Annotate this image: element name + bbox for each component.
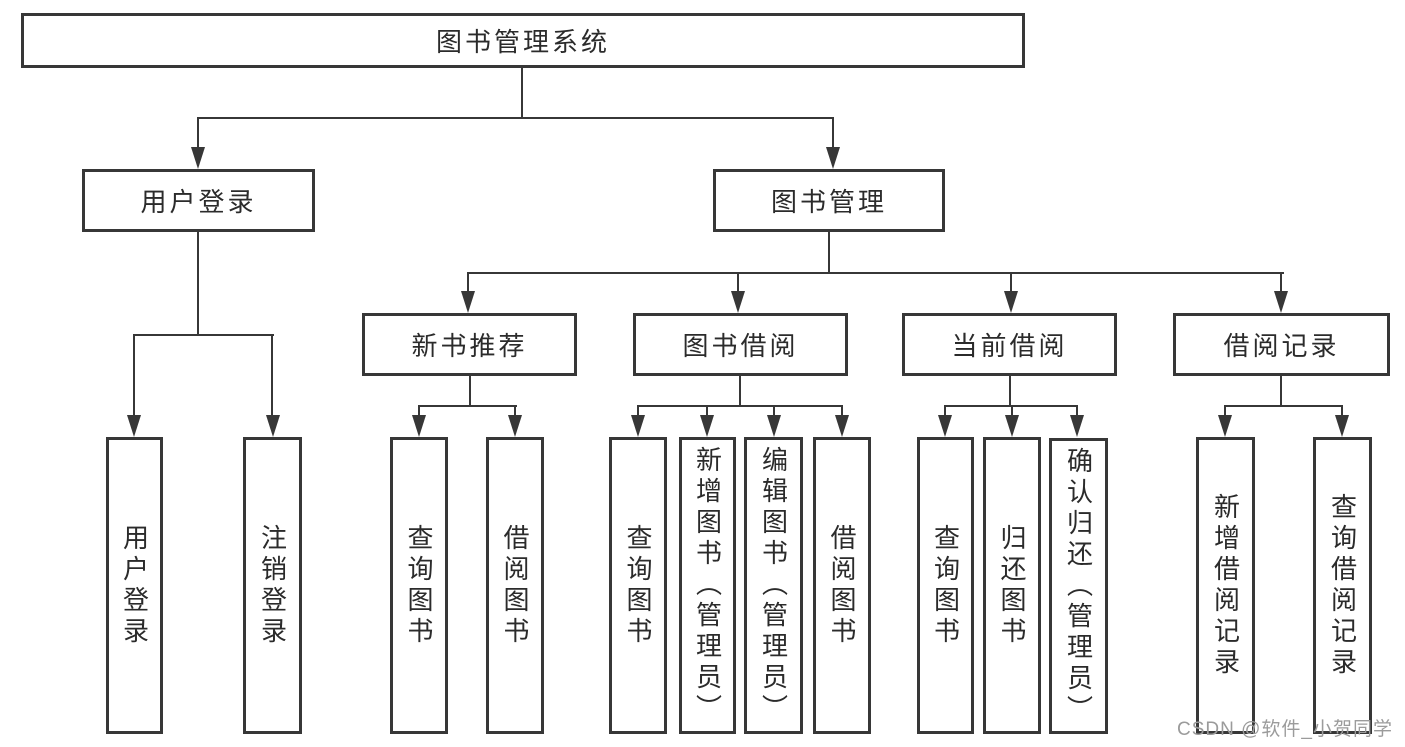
node-borrow-records: 借阅记录 — [1173, 313, 1390, 376]
node-current-borrow-label: 当前借阅 — [951, 331, 1068, 361]
node-user-login-label: 用户登录 — [140, 187, 257, 217]
node-new-book-recommend: 新书推荐 — [362, 313, 577, 376]
connector-line — [418, 405, 420, 418]
arrow-down-icon — [938, 415, 952, 437]
connector-line — [637, 405, 843, 407]
connector-line — [944, 405, 946, 418]
node-book-borrow-label: 图书借阅 — [682, 331, 799, 361]
connector-line — [197, 117, 834, 119]
leaf-borrow-edit-book-admin: 编辑图书（管理员） — [744, 437, 803, 734]
leaf-borrow-add-book-admin-label: 新增图书（管理员） — [692, 446, 723, 725]
leaf-recommend-query-book: 查询图书 — [390, 437, 448, 734]
arrow-down-icon — [1274, 291, 1288, 313]
leaf-records-query-record-label: 查询借阅记录 — [1327, 492, 1358, 679]
arrow-down-icon — [1070, 415, 1084, 437]
leaf-recommend-borrow-book-label: 借阅图书 — [500, 523, 530, 648]
connector-line — [514, 405, 516, 418]
connector-line — [828, 232, 830, 274]
leaf-logout-label: 注销登录 — [257, 523, 288, 648]
leaf-borrow-query-book: 查询图书 — [609, 437, 667, 734]
connector-line — [271, 334, 273, 417]
leaf-user-login: 用户登录 — [106, 437, 163, 734]
leaf-records-add-record: 新增借阅记录 — [1196, 437, 1255, 734]
connector-line — [418, 405, 517, 407]
leaf-current-query-book: 查询图书 — [917, 437, 974, 734]
connector-line — [467, 272, 469, 293]
connector-line — [773, 405, 775, 418]
connector-line — [197, 117, 199, 149]
arrow-down-icon — [191, 147, 205, 169]
leaf-recommend-borrow-book: 借阅图书 — [486, 437, 544, 734]
connector-line — [469, 376, 471, 407]
node-user-login: 用户登录 — [82, 169, 315, 232]
arrow-down-icon — [1218, 415, 1232, 437]
connector-line — [637, 405, 639, 418]
connector-line — [133, 334, 274, 336]
arrow-down-icon — [731, 291, 745, 313]
leaf-user-login-label: 用户登录 — [119, 523, 150, 648]
connector-line — [737, 272, 739, 293]
leaf-current-return-book: 归还图书 — [983, 437, 1041, 734]
leaf-borrow-borrow-book: 借阅图书 — [813, 437, 871, 734]
watermark: CSDN @软件_小贺同学 — [1177, 719, 1393, 740]
arrow-down-icon — [631, 415, 645, 437]
node-root: 图书管理系统 — [21, 13, 1025, 68]
connector-line — [1341, 405, 1343, 418]
node-current-borrow: 当前借阅 — [902, 313, 1117, 376]
connector-line — [197, 232, 199, 336]
arrow-down-icon — [835, 415, 849, 437]
connector-line — [1010, 272, 1012, 293]
arrow-down-icon — [767, 415, 781, 437]
connector-line — [467, 272, 1284, 274]
connector-line — [706, 405, 708, 418]
connector-line — [1224, 405, 1343, 407]
connector-line — [1009, 376, 1011, 407]
connector-line — [1280, 376, 1282, 407]
arrow-down-icon — [1004, 291, 1018, 313]
leaf-current-confirm-return-admin: 确认归还（管理员） — [1049, 438, 1108, 734]
node-root-label: 图书管理系统 — [435, 27, 610, 57]
node-borrow-records-label: 借阅记录 — [1223, 331, 1340, 361]
arrow-down-icon — [508, 415, 522, 437]
connector-line — [521, 68, 523, 118]
connector-line — [1280, 272, 1282, 293]
connector-line — [1011, 405, 1013, 418]
connector-line — [841, 405, 843, 418]
leaf-recommend-query-book-label: 查询图书 — [404, 523, 434, 648]
leaf-borrow-query-book-label: 查询图书 — [623, 523, 653, 648]
arrow-down-icon — [461, 291, 475, 313]
connector-line — [1076, 405, 1078, 418]
node-book-management: 图书管理 — [713, 169, 945, 232]
leaf-current-return-book-label: 归还图书 — [997, 523, 1027, 648]
leaf-records-add-record-label: 新增借阅记录 — [1210, 492, 1241, 679]
node-book-borrow: 图书借阅 — [633, 313, 848, 376]
connector-line — [1224, 405, 1226, 418]
leaf-borrow-add-book-admin: 新增图书（管理员） — [679, 437, 736, 734]
leaf-records-query-record: 查询借阅记录 — [1313, 437, 1372, 734]
arrow-down-icon — [826, 147, 840, 169]
connector-line — [133, 334, 135, 417]
leaf-current-query-book-label: 查询图书 — [930, 523, 961, 648]
node-new-book-recommend-label: 新书推荐 — [411, 331, 528, 361]
arrow-down-icon — [1335, 415, 1349, 437]
arrow-down-icon — [700, 415, 714, 437]
leaf-current-confirm-return-admin-label: 确认归还（管理员） — [1063, 446, 1094, 726]
leaf-borrow-edit-book-admin-label: 编辑图书（管理员） — [758, 446, 789, 725]
node-book-management-label: 图书管理 — [770, 187, 887, 217]
connector-line — [832, 117, 834, 149]
leaf-logout: 注销登录 — [243, 437, 302, 734]
arrow-down-icon — [412, 415, 426, 437]
leaf-borrow-borrow-book-label: 借阅图书 — [827, 523, 857, 648]
connector-line — [739, 376, 741, 407]
arrow-down-icon — [1005, 415, 1019, 437]
arrow-down-icon — [266, 415, 280, 437]
arrow-down-icon — [127, 415, 141, 437]
